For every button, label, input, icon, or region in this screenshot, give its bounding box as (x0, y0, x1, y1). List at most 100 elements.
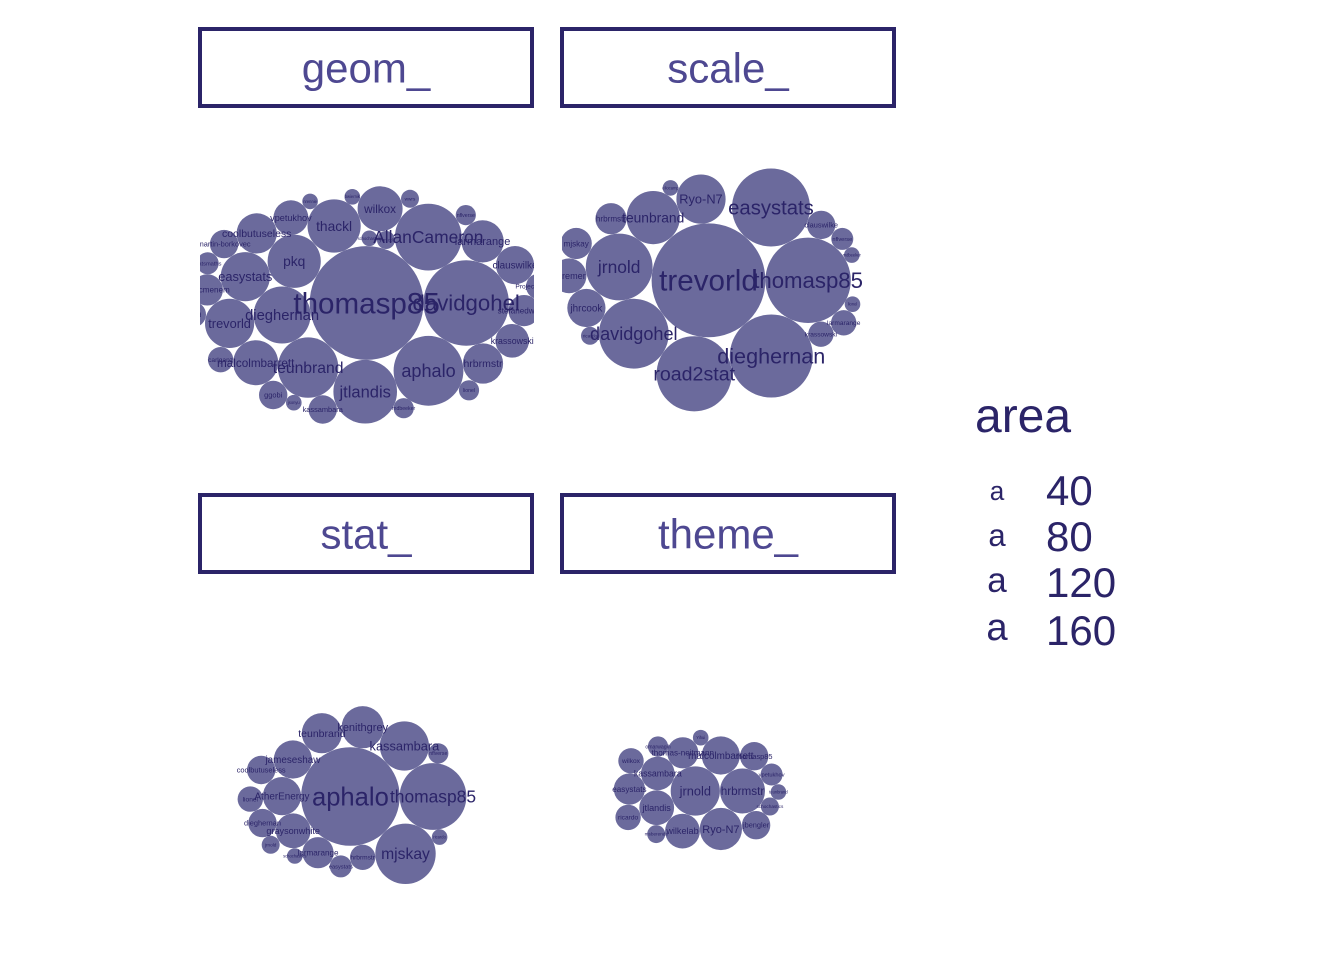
bubble-label: jrnold (679, 784, 711, 799)
bubble-label: coolbutuseless (237, 766, 286, 775)
bubble (732, 168, 810, 247)
bubble-label: yonicd (379, 238, 393, 243)
bubble-label: teunbrand (622, 210, 684, 225)
legend-label: 80 (1046, 513, 1093, 560)
bubble-label: lionel (463, 388, 475, 394)
bubble (350, 844, 376, 870)
bubble-label: easystats (218, 269, 272, 284)
bubble (651, 223, 766, 338)
bubble (562, 227, 592, 260)
bubble-label: ricardo (433, 835, 446, 840)
bubble-label: thomasp85 (736, 752, 773, 761)
bubble (831, 310, 857, 336)
bubble (200, 252, 219, 275)
bubble (615, 804, 641, 831)
bubble-label: bwiernik (345, 194, 361, 199)
bubble (301, 713, 342, 754)
bubble (508, 295, 534, 327)
bubble-label: clauswilke (492, 261, 538, 272)
bubble-label: clauswilke (804, 221, 838, 230)
bubble (286, 394, 302, 411)
bubble-label: jtlandis (642, 803, 672, 813)
bubble (308, 395, 337, 424)
bubble (598, 298, 669, 369)
legend-title: area (975, 390, 1071, 443)
strip-box (560, 493, 896, 574)
bubble (401, 189, 419, 208)
bubble (394, 203, 462, 271)
bubble (670, 766, 720, 816)
bubble-label: vpetukhov (270, 213, 312, 223)
bubble (236, 213, 277, 254)
bubble-label: carlganz (208, 357, 233, 364)
bubble-label: dieghernan (244, 819, 281, 828)
strip-box (560, 27, 896, 108)
bubble (676, 174, 726, 224)
bubble-label: graysonwhite (266, 826, 320, 836)
bubble (259, 380, 288, 410)
bubble (567, 288, 606, 328)
bubble-label: kassambara (634, 768, 682, 778)
bubble-label: wilkox (621, 758, 641, 765)
bubble-label: dieghernan (717, 344, 825, 369)
bubble-label: krassowski (805, 332, 838, 339)
bubble (329, 855, 352, 878)
bubble (808, 321, 834, 347)
bubble (618, 748, 644, 774)
legend-key: a (986, 606, 1008, 649)
strip-label: scale_ (667, 45, 789, 92)
bubble (667, 737, 699, 769)
bubble (595, 203, 627, 235)
bubble-label: mdbeeker (392, 406, 415, 412)
bubble-label: mdbeeker (843, 253, 862, 258)
bubble-label: jrnold (597, 257, 641, 277)
bubble (729, 314, 813, 398)
bubble-label: hrbrmstr (350, 855, 375, 862)
bubbles: trevorldthomasp85dieghernaneasystatsroad… (562, 168, 863, 412)
bubble (807, 210, 836, 240)
bubble-label: ricardo (618, 815, 638, 822)
bubble (207, 347, 234, 373)
bubble-label: teunbrand (273, 360, 344, 377)
bubble (361, 230, 378, 247)
bubble-label: Ryo-N7 (679, 192, 722, 207)
bubble-label: hrbrmstr (721, 785, 765, 798)
bubble-label: mjskay (381, 846, 430, 863)
bubble (461, 220, 504, 263)
bubble (357, 186, 403, 232)
bubble (455, 205, 476, 226)
bubble-label: ricardo (583, 333, 598, 338)
bubble-label: thomasp85 (753, 268, 863, 293)
bubble (423, 260, 509, 346)
bubble-label: kassambara (303, 405, 344, 414)
bubble-label: nflverse (429, 751, 447, 757)
bubble (585, 233, 653, 301)
bubble-label: jbengler (742, 821, 770, 830)
bubble (200, 274, 223, 306)
bubble-label: nflverse (457, 213, 475, 219)
bubble-label: schochastics (756, 804, 783, 809)
bubble (379, 721, 429, 771)
bubble (277, 337, 339, 398)
bubble-label: larmarange (298, 849, 339, 858)
bubble-label: Ryo-N7 (702, 824, 739, 836)
bubble-label: wilkelab (665, 826, 698, 836)
bubble-label: pkq (283, 254, 305, 269)
bubble (233, 340, 279, 386)
bubble (647, 736, 669, 757)
bubble-label: trevorld (208, 316, 251, 331)
bubble (262, 777, 302, 816)
bubble-label: wwrs (405, 197, 416, 202)
legend-label: 40 (1046, 467, 1093, 514)
bubble (641, 756, 675, 791)
bubble (720, 768, 765, 814)
bubble (205, 298, 255, 348)
bubble-label: nflverse (832, 237, 852, 243)
bubble (495, 324, 529, 358)
bubble-label: omarwagih (645, 744, 670, 750)
bubble (333, 359, 398, 424)
bubble (765, 237, 851, 323)
bubble-label: dieghernan (245, 308, 319, 324)
bubble-label: road2stat (653, 364, 735, 386)
